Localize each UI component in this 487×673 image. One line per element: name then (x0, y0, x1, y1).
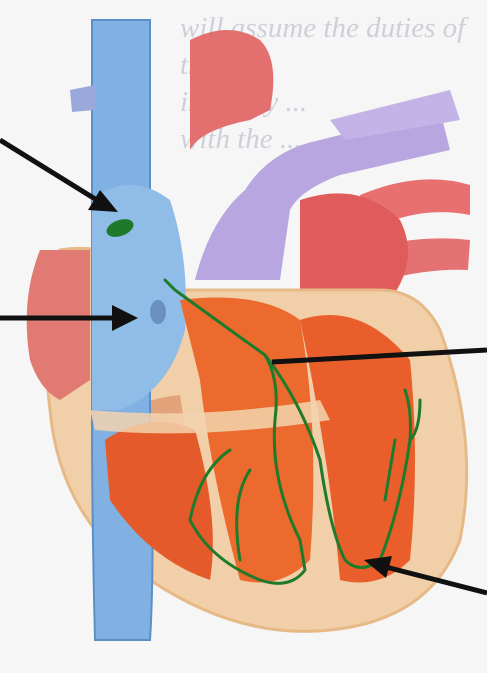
aorta (190, 30, 273, 150)
right-atrium-wall (27, 250, 90, 400)
av-node (150, 300, 166, 324)
vena-cava-branch (70, 85, 95, 112)
